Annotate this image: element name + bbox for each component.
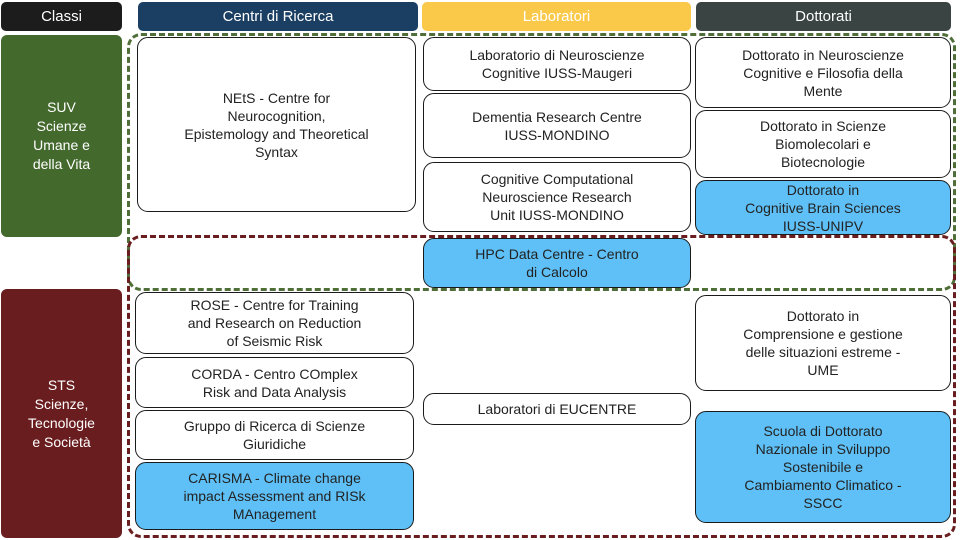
centro-rose: ROSE - Centre for Training and Research …: [135, 292, 414, 354]
lab-cognitive-computational: Cognitive Computational Neuroscience Res…: [423, 162, 691, 232]
lab-neuroscienze-maugeri: Laboratorio di Neuroscienze Cognitive IU…: [423, 37, 691, 91]
header-laboratori: Laboratori: [422, 2, 691, 31]
header-dottorati: Dottorati: [696, 2, 951, 31]
centro-carisma: CARISMA - Climate change impact Assessme…: [135, 462, 414, 530]
header-centri-di-ricerca: Centri di Ricerca: [138, 2, 418, 31]
lab-hpc-data-centre: HPC Data Centre - Centro di Calcolo: [423, 238, 691, 288]
class-suv: SUV Scienze Umane e della Vita: [1, 35, 122, 237]
centro-corda: CORDA - Centro COmplex Risk and Data Ana…: [135, 357, 414, 408]
dottorato-neuroscienze-filosofia: Dottorato in Neuroscienze Cognitive e Fi…: [695, 37, 951, 108]
header-classi: Classi: [1, 2, 122, 31]
dottorato-sscc: Scuola di Dottorato Nazionale in Svilupp…: [695, 411, 951, 523]
dottorato-scienze-biomolecolari: Dottorato in Scienze Biomolecolari e Bio…: [695, 110, 951, 178]
centro-scienze-giuridiche: Gruppo di Ricerca di Scienze Giuridiche: [135, 410, 414, 460]
dottorato-cognitive-brain-sciences: Dottorato in Cognitive Brain Sciences IU…: [695, 180, 951, 235]
centro-nets: NEtS - Centre for Neurocognition, Episte…: [137, 37, 416, 212]
lab-eucentre: Laboratori di EUCENTRE: [423, 393, 691, 425]
class-sts: STS Scienze, Tecnologie e Società: [1, 289, 122, 538]
dottorato-ume: Dottorato in Comprensione e gestione del…: [695, 295, 951, 391]
lab-dementia-research: Dementia Research Centre IUSS-MONDINO: [423, 93, 691, 158]
